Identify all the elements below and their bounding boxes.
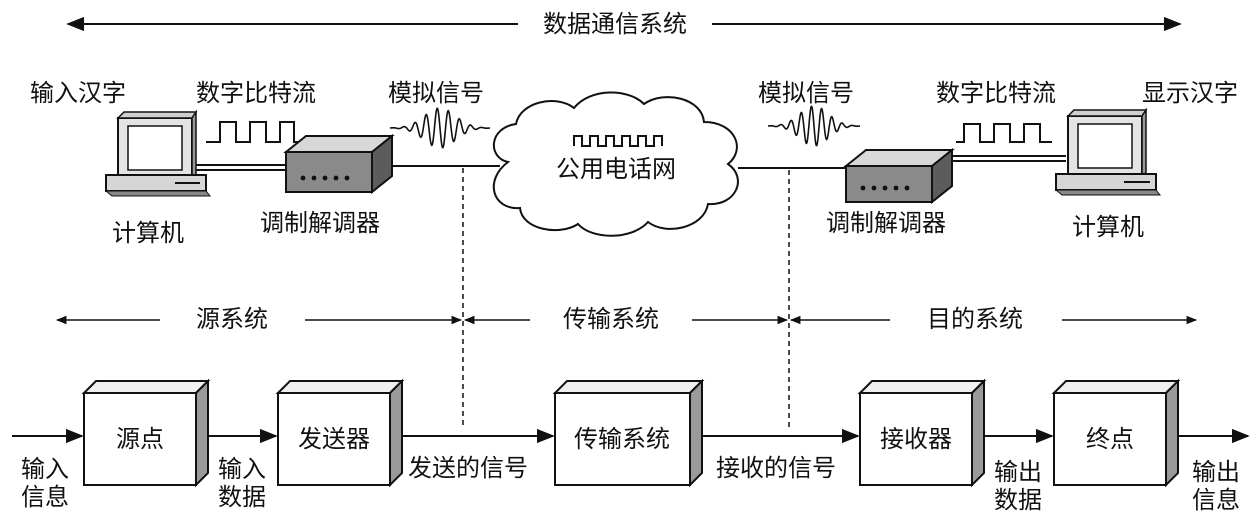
box-label-source-point: 源点 xyxy=(116,425,164,453)
label-display-hanzi: 显示汉字 xyxy=(1142,79,1238,107)
label-modem-left: 调制解调器 xyxy=(260,209,380,237)
flow-input-data-line2: 数据 xyxy=(218,483,266,511)
cable-left xyxy=(196,164,290,171)
box-label-destination-point: 终点 xyxy=(1086,425,1134,453)
cloud-network-icon xyxy=(492,91,739,237)
flow-output-data-line1: 输出 xyxy=(994,458,1042,486)
label-analog-right: 模拟信号 xyxy=(758,79,854,107)
analog-wave-left-icon xyxy=(389,107,491,149)
box-source-point xyxy=(81,378,211,488)
computer-left-icon xyxy=(104,109,212,197)
flow-sent-signal: 发送的信号 xyxy=(408,454,528,482)
flow-input-data-line1: 输入 xyxy=(218,455,266,483)
label-analog-left: 模拟信号 xyxy=(388,79,484,107)
box-destination-point xyxy=(1051,378,1181,488)
section-destination: 目的系统 xyxy=(921,306,1029,332)
label-digital-stream-right: 数字比特流 xyxy=(936,79,1056,107)
flow-input-data: 输入 数据 xyxy=(218,455,266,511)
label-modem-right: 调制解调器 xyxy=(826,209,946,237)
flow-received-signal: 接收的信号 xyxy=(716,454,836,482)
top-title: 数据通信系统 xyxy=(543,10,687,38)
flow-output-data: 输出 数据 xyxy=(994,458,1042,514)
digital-wave-left-icon xyxy=(206,121,298,143)
computer-right-icon xyxy=(1054,107,1162,196)
section-source: 源系统 xyxy=(190,306,274,332)
modem-right-icon xyxy=(843,147,955,205)
box-transmission-system xyxy=(552,378,705,488)
box-label-transmitter: 发送器 xyxy=(298,425,370,453)
box-receiver xyxy=(857,378,987,488)
flow-output-info-line1: 输出 xyxy=(1192,458,1240,486)
flow-input-info-line1: 输入 xyxy=(21,455,69,483)
label-digital-stream-left: 数字比特流 xyxy=(196,79,316,107)
flow-output-info: 输出 信息 xyxy=(1192,458,1240,514)
label-network: 公用电话网 xyxy=(556,155,676,183)
label-computer-left: 计算机 xyxy=(112,219,184,247)
section-transmission: 传输系统 xyxy=(557,306,665,332)
cable-right xyxy=(952,155,1066,162)
box-label-receiver: 接收器 xyxy=(880,425,952,453)
flow-output-data-line2: 数据 xyxy=(994,486,1042,514)
box-label-transmission-system: 传输系统 xyxy=(574,425,670,453)
box-transmitter xyxy=(275,378,405,488)
flow-output-info-line2: 信息 xyxy=(1192,486,1240,514)
flow-input-info-line2: 信息 xyxy=(21,483,69,511)
label-computer-right: 计算机 xyxy=(1072,213,1144,241)
label-input-hanzi: 输入汉字 xyxy=(30,79,126,107)
flow-input-info: 输入 信息 xyxy=(21,455,69,511)
analog-wave-right-icon xyxy=(767,105,861,147)
digital-wave-right-icon xyxy=(956,123,1052,143)
modem-left-icon xyxy=(283,133,395,195)
